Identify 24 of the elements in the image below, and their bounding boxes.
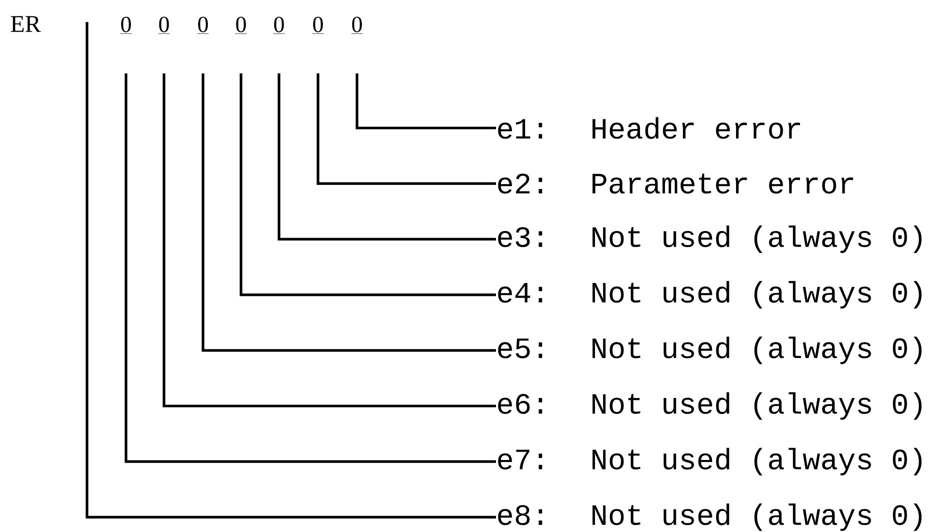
bit-value: 0 — [235, 16, 247, 34]
leader-line — [316, 73, 496, 185]
bit-description: e5: Not used (always 0) — [498, 336, 922, 364]
bit-description: e2: Parameter error — [498, 174, 854, 194]
leader-line — [356, 73, 496, 130]
bit-value: 0 — [351, 16, 363, 34]
leader-line — [124, 73, 496, 463]
bit-description: e4: Not used (always 0) — [498, 281, 922, 309]
leader-line — [86, 22, 496, 518]
bit-description: e6: Not used (always 0) — [498, 392, 922, 420]
bit-description: e3: Not used (always 0) — [498, 225, 922, 253]
bit-description: e7: Not used (always 0) — [498, 448, 922, 476]
bit-value: 0 — [273, 16, 285, 34]
register-name: ER — [10, 16, 41, 32]
leader-line — [278, 73, 496, 240]
bit-description: e1: Header error — [498, 117, 800, 139]
bit-value: 0 — [120, 16, 132, 34]
leader-line — [162, 73, 496, 408]
leader-line — [240, 73, 496, 296]
bit-value: 0 — [197, 16, 209, 34]
bit-description: e8: Not used (always 0) — [498, 503, 922, 531]
bit-value: 0 — [158, 16, 170, 34]
leader-line — [202, 73, 496, 352]
bit-value: 0 — [312, 16, 324, 34]
